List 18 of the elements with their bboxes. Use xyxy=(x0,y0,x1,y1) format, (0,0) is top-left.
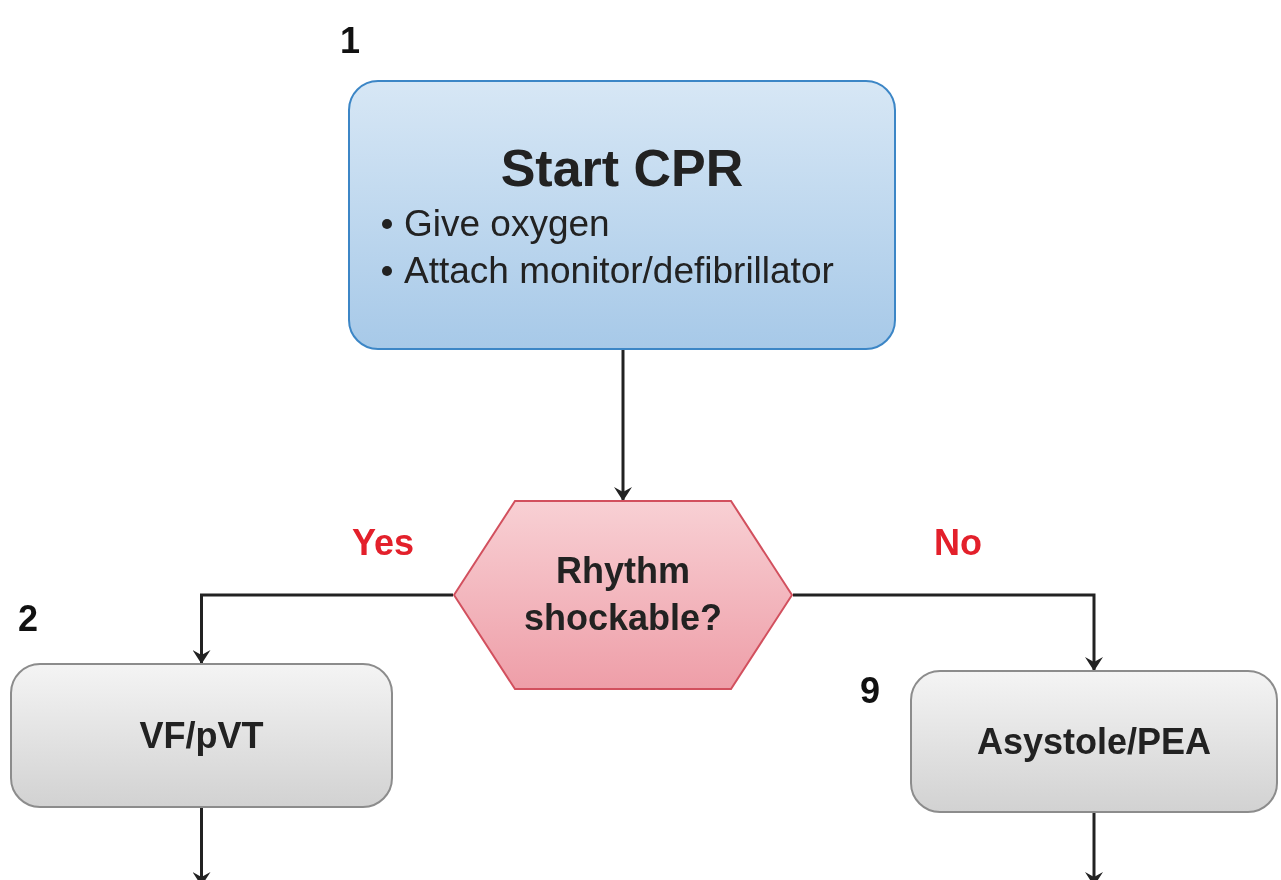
bullet-item: Give oxygen xyxy=(404,202,610,247)
rhythm-box xyxy=(10,663,393,808)
box-label: Asystole/PEA xyxy=(976,719,1212,764)
box-heading: Start CPR xyxy=(500,138,744,200)
arrow xyxy=(793,593,1103,671)
arrow xyxy=(614,350,632,501)
decision-text: Rhythm shockable? xyxy=(523,549,723,640)
process-box xyxy=(348,80,896,350)
bullet-item: Attach monitor/defibrillator xyxy=(404,248,834,293)
arrow xyxy=(192,808,211,880)
step-number: 9 xyxy=(860,669,881,713)
step-number: 2 xyxy=(18,597,39,641)
box-label: VF/pVT xyxy=(139,713,264,758)
decision-hexagon xyxy=(453,500,793,690)
rhythm-box xyxy=(910,670,1278,813)
step-number: 1 xyxy=(340,19,361,63)
arrow xyxy=(1085,813,1103,880)
arrow xyxy=(192,593,453,664)
